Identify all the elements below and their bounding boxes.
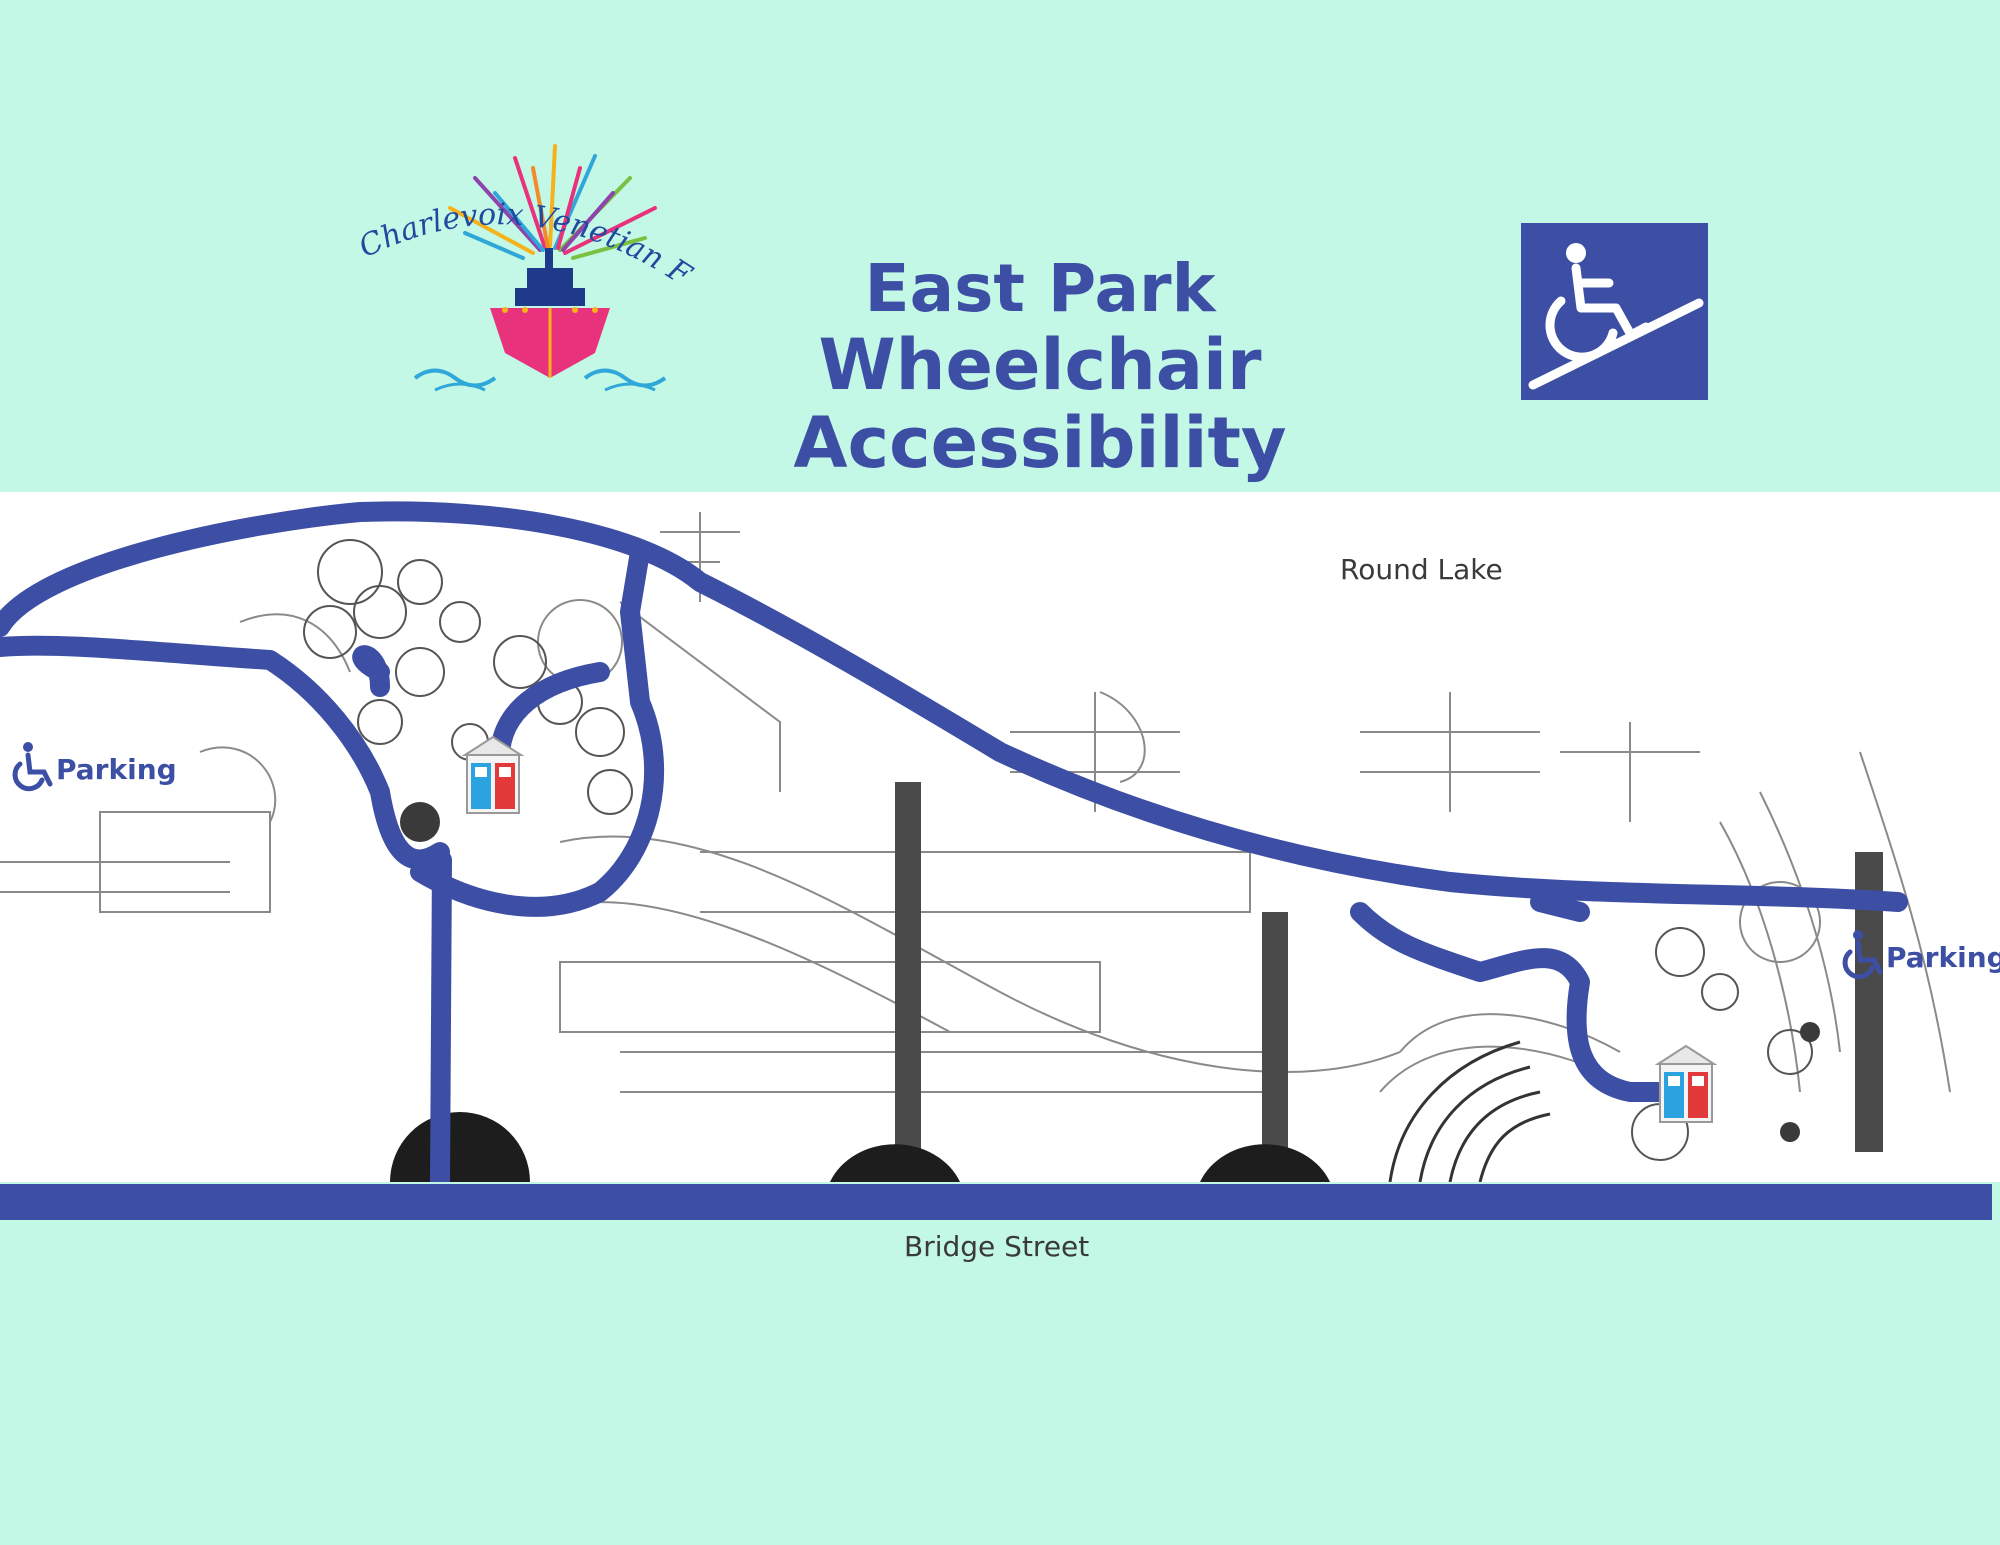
page-title-line1: East Park xyxy=(864,250,1216,327)
parking-marker-right: Parking xyxy=(1838,928,2000,987)
bridge-street-band xyxy=(0,1184,1992,1220)
plaza-circles xyxy=(390,1112,1330,1182)
bridge-street-label: Bridge Street xyxy=(904,1230,1090,1263)
parking-label: Parking xyxy=(56,753,177,786)
amphitheater xyxy=(1388,1040,1551,1182)
parking-label: Parking xyxy=(1886,941,2000,974)
planting-dots xyxy=(400,802,1820,1142)
parking-marker-left: Parking xyxy=(8,740,177,799)
accessible-route xyxy=(0,501,1908,1182)
page-title-line2: Wheelchair Accessibility xyxy=(793,323,1287,485)
round-lake-label: Round Lake xyxy=(1340,553,1503,586)
wheelchair-icon xyxy=(1838,928,1886,987)
title-block: East Park Wheelchair Accessibility xyxy=(570,252,1510,483)
restroom-icon xyxy=(461,733,525,817)
site-plan-drawing xyxy=(0,512,1951,1093)
wheelchair-ramp-icon xyxy=(1521,223,1708,400)
wheelchair-icon xyxy=(8,740,56,799)
walkway-strips xyxy=(895,782,1883,1152)
restroom-icon xyxy=(1654,1042,1718,1126)
festival-logo: Charlevoix Venetian Festival xyxy=(346,111,745,400)
